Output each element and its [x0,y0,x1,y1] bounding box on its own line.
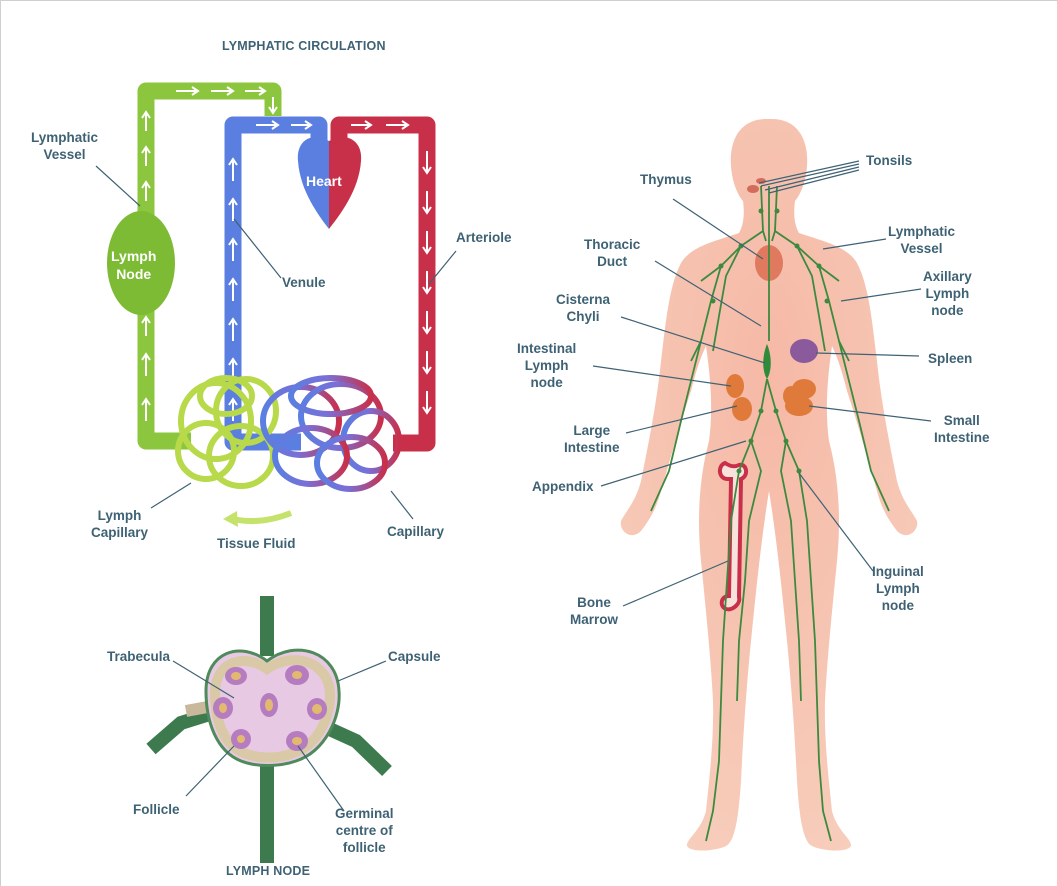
capillary-label: Capillary [387,523,444,540]
germinal-centre-label: Germinal centre of follicle [335,805,394,856]
tissue-fluid-arrowhead [223,511,238,527]
flow-arrows [142,87,431,421]
lymph-node-label: Lymph Node [111,247,156,283]
inguinal-lymph-node-label: Inguinal Lymph node [872,563,924,614]
spleen-label: Spleen [928,350,972,367]
capsule-label: Capsule [388,648,441,665]
small-intestine-label: Small Intestine [934,412,990,446]
heart-label: Heart [306,173,342,189]
body-lymphatic-vessel-label: Lymphatic Vessel [888,223,955,257]
spleen-shape [790,339,818,363]
lymph-capillary-label: Lymph Capillary [91,507,148,541]
thoracic-duct-label: Thoracic Duct [584,236,640,270]
lymph-node-title: LYMPH NODE [226,864,310,878]
large-intestine-label: Large Intestine [564,422,620,456]
follicle-label: Follicle [133,801,180,818]
human-body-diagram [593,119,931,851]
bone-marrow-label: Bone Marrow [570,594,618,628]
thymus-label: Thymus [640,171,692,188]
intestinal-lymph-node-label: Intestinal Lymph node [517,340,576,391]
node-vessel-left [151,713,213,749]
lymphatic-circulation-diagram [96,87,456,527]
circulation-title: LYMPHATIC CIRCULATION [222,39,386,53]
lymphatic-vessel-label: Lymphatic Vessel [31,129,98,163]
tissue-fluid-arrow [233,513,291,521]
node-vessel-right [323,726,387,771]
tissue-fluid-label: Tissue Fluid [217,535,296,552]
venule-label: Venule [282,274,326,291]
cisterna-chyli-label: Cisterna Chyli [556,291,610,325]
tonsils-label: Tonsils [866,152,912,169]
trabecula-label: Trabecula [107,648,170,665]
arteriole-label: Arteriole [456,229,512,246]
appendix-label: Appendix [532,478,594,495]
axillary-lymph-node-label: Axillary Lymph node [923,268,972,319]
